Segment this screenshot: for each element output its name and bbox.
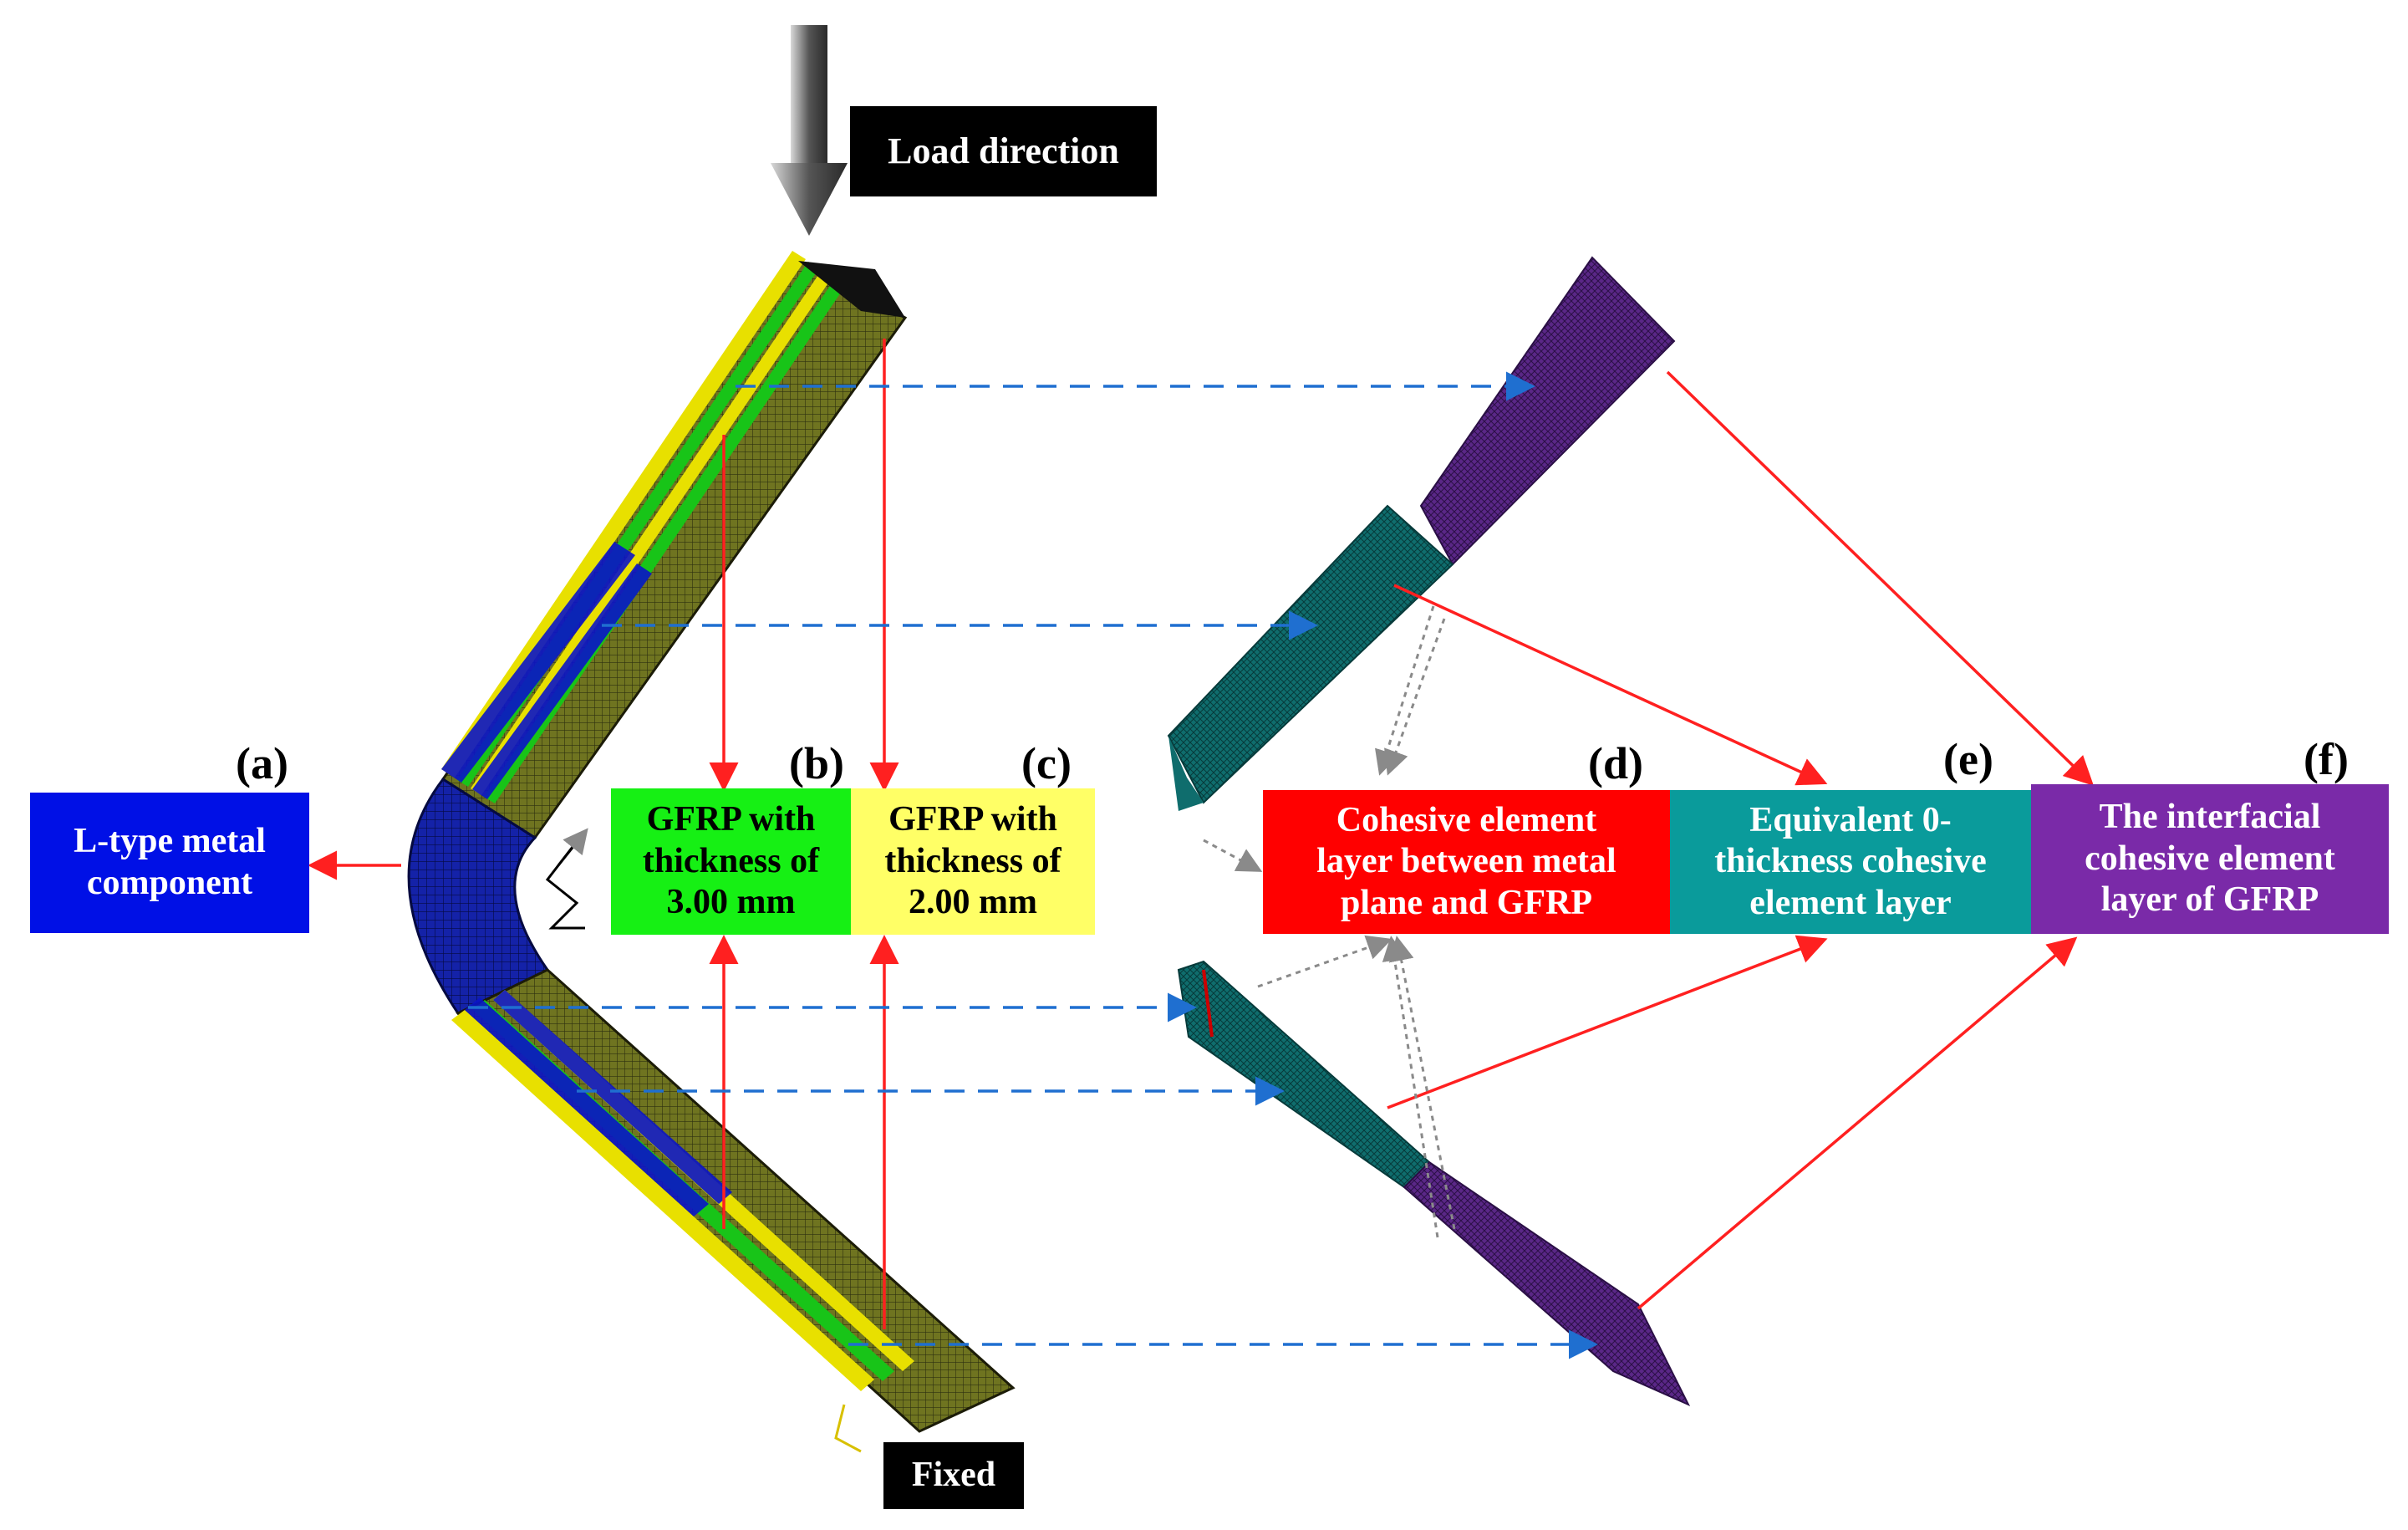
gfrp-2mm-box: GFRP with thickness of 2.00 mm [851, 788, 1095, 935]
tag-b: (b) [789, 738, 844, 788]
gfrp-3mm-box: GFRP with thickness of 3.00 mm [611, 788, 851, 935]
load-direction-arrow [771, 25, 848, 236]
tag-e: (e) [1943, 734, 1993, 784]
red-arrows [308, 339, 2095, 1329]
zero-thickness-cohesive-box: Equivalent 0- thickness cohesive element… [1670, 790, 2031, 934]
interfacial-cohesive-box: The interfacial cohesive element layer o… [2031, 784, 2389, 934]
fixed-label: Fixed [883, 1442, 1024, 1509]
load-direction-label: Load direction [850, 106, 1157, 196]
tag-c: (c) [1021, 738, 1072, 788]
lower-arm-model [451, 968, 1016, 1453]
tag-d: (d) [1588, 738, 1643, 788]
cohesive-metal-gfrp-box: Cohesive element layer between metal pla… [1263, 790, 1670, 934]
upper-arm-model [440, 251, 908, 840]
blue-dashed-arrows [468, 371, 1598, 1359]
zigzag-symbol [545, 828, 588, 930]
gray-dotted-arrows [1203, 605, 1456, 1238]
upper-cohesive-layers [1167, 256, 1676, 811]
tag-a: (a) [236, 738, 288, 788]
tag-f: (f) [2304, 734, 2349, 784]
metal-component-box: L-type metal component [30, 793, 309, 933]
lower-cohesive-layers [1177, 960, 1691, 1407]
